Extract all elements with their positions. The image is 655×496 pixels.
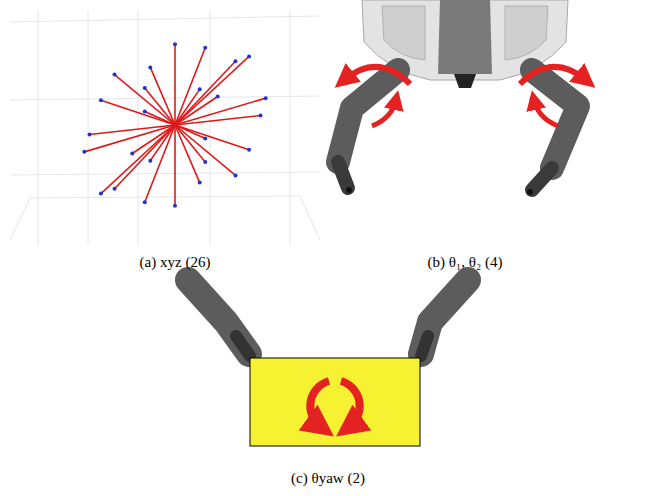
direction-ray xyxy=(145,125,175,202)
direction-point xyxy=(130,152,134,156)
direction-point xyxy=(203,136,207,140)
shoulder-plate xyxy=(382,6,425,60)
direction-ray xyxy=(175,48,205,125)
right-gripper xyxy=(532,168,552,190)
left-gripper xyxy=(236,336,250,356)
robot xyxy=(338,0,586,195)
torso-center xyxy=(438,0,492,74)
direction-point xyxy=(173,42,177,46)
grid-line xyxy=(10,198,30,240)
grid-line xyxy=(38,10,39,245)
direction-point xyxy=(99,98,103,102)
direction-point xyxy=(233,173,237,177)
grid-line xyxy=(10,96,320,100)
left-arm xyxy=(338,70,398,162)
direction-point xyxy=(88,133,92,137)
grid xyxy=(10,10,320,245)
direction-ray xyxy=(150,67,175,125)
rotation-arrow xyxy=(310,381,329,427)
grid-line xyxy=(88,10,89,245)
direction-ray xyxy=(174,44,176,125)
rotation-arrow xyxy=(534,100,558,126)
grid-line xyxy=(138,10,139,245)
rotation-arrow xyxy=(372,100,396,126)
direction-point xyxy=(203,160,207,164)
gripper-tip xyxy=(527,189,533,195)
rotation-arrow xyxy=(344,67,410,84)
direction-star xyxy=(82,42,267,208)
left-gripper xyxy=(338,162,348,188)
direction-point xyxy=(148,65,152,69)
direction-point xyxy=(198,181,202,185)
subfigure-caption: (a) xyz (26) xyxy=(140,253,211,271)
yaw-illustration xyxy=(188,280,468,446)
grid-line xyxy=(300,196,320,240)
grid-line xyxy=(30,196,300,198)
right-gripper xyxy=(421,336,428,356)
grid-line xyxy=(210,10,211,245)
direction-point xyxy=(143,110,147,114)
direction-ray xyxy=(175,61,235,125)
shoulder-plate xyxy=(505,6,548,60)
direction-point xyxy=(99,192,103,196)
direction-point xyxy=(216,95,220,99)
direction-ray xyxy=(175,89,200,125)
direction-ray xyxy=(84,125,175,152)
direction-point xyxy=(143,86,147,90)
direction-point xyxy=(113,187,117,191)
direction-point xyxy=(203,46,207,50)
direction-point xyxy=(233,59,237,63)
direction-ray xyxy=(175,56,249,125)
rotation-arrow xyxy=(341,381,360,427)
direction-point xyxy=(173,204,177,208)
right-arm xyxy=(532,70,578,168)
direction-point xyxy=(198,87,202,91)
direction-point xyxy=(143,200,147,204)
direction-point xyxy=(264,96,268,100)
direction-point xyxy=(113,73,117,77)
direction-ray xyxy=(115,75,175,125)
subfigure-caption: (c) θyaw (2) xyxy=(291,469,365,487)
rotation-arrow xyxy=(520,67,586,84)
direction-ray xyxy=(175,116,261,126)
direction-point xyxy=(259,114,263,118)
direction-ray xyxy=(145,88,175,125)
direction-point xyxy=(148,159,152,163)
torso-base xyxy=(454,74,476,88)
grid-line xyxy=(10,172,320,175)
direction-ray xyxy=(175,125,235,175)
direction-ray xyxy=(175,125,249,150)
direction-point xyxy=(247,148,251,152)
grid-line xyxy=(10,16,320,22)
direction-point xyxy=(82,150,86,154)
direction-point xyxy=(247,54,251,58)
direction-ray xyxy=(132,125,175,154)
subfigure-caption: (b) θ₁, θ₂ (4) xyxy=(428,253,503,271)
gripper-tip xyxy=(346,187,352,193)
direction-ray xyxy=(175,125,205,138)
direction-ray xyxy=(174,125,176,206)
held-box xyxy=(250,358,420,446)
grid-line xyxy=(290,10,291,245)
